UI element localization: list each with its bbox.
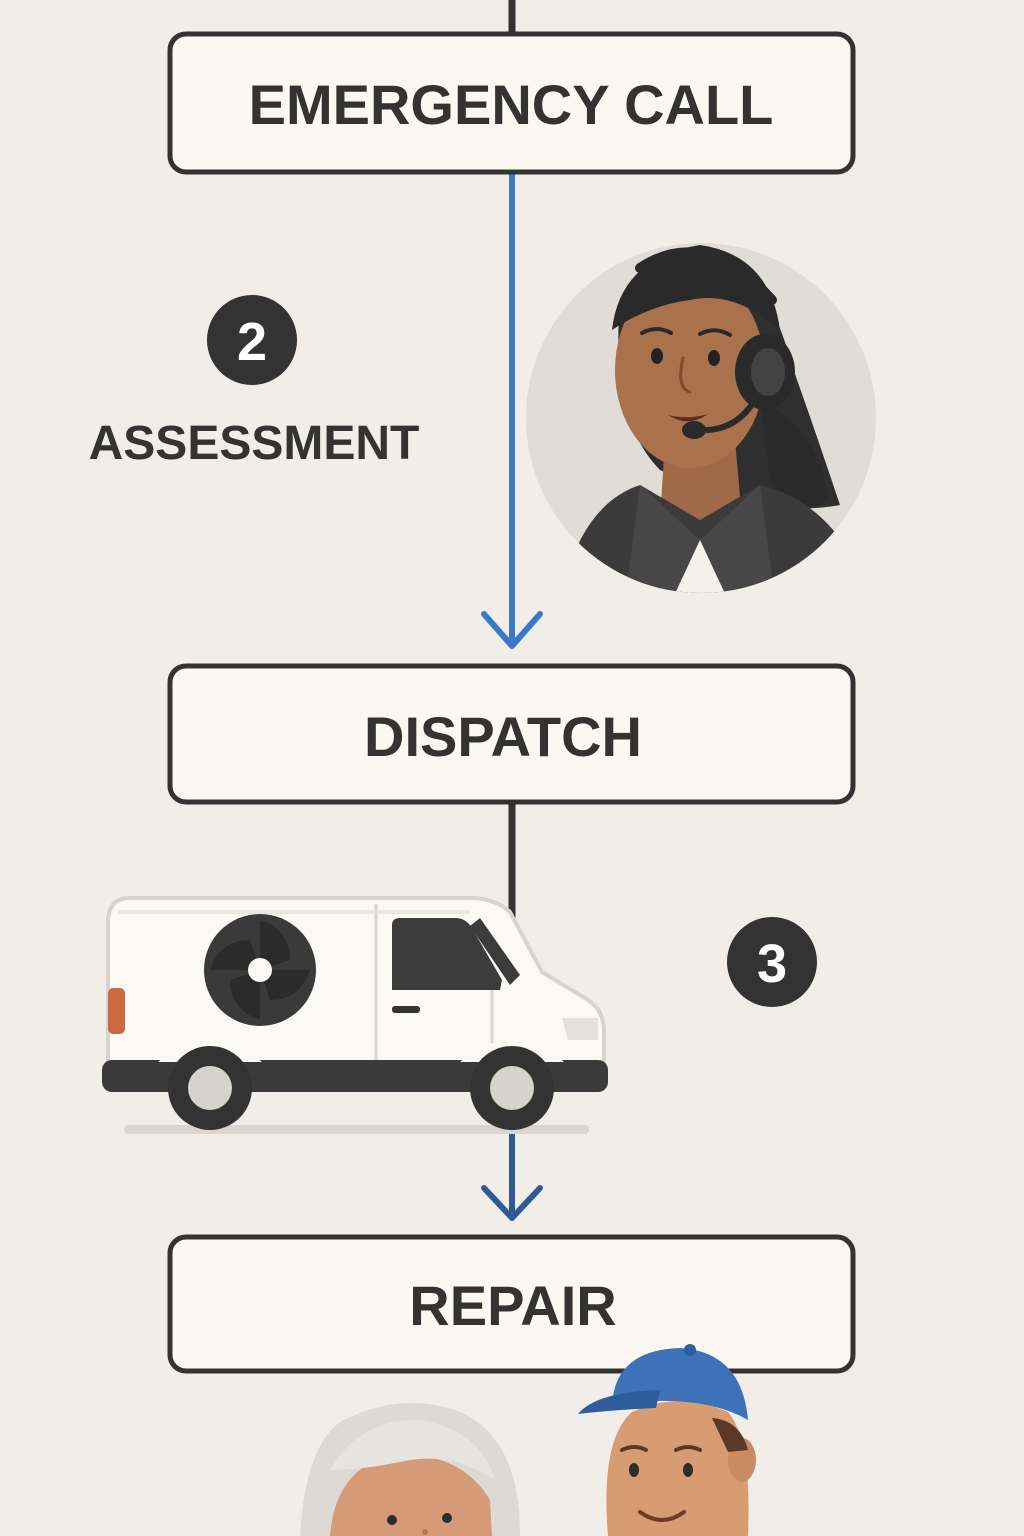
step-label: REPAIR [409, 1274, 616, 1337]
elderly-woman-icon [300, 1403, 520, 1536]
badge-number: 2 [237, 312, 267, 372]
assessment-label: ASSESSMENT [89, 417, 420, 470]
dispatcher-headset-icon [526, 243, 876, 593]
technician-cap-icon [578, 1344, 756, 1536]
step-repair: REPAIR [167, 1234, 856, 1374]
arrow-call-to-dispatch-head [481, 611, 543, 649]
step-label: DISPATCH [364, 705, 642, 768]
badge-number: 3 [757, 934, 787, 994]
service-van-icon [102, 896, 608, 1134]
step-label: EMERGENCY CALL [249, 73, 774, 136]
badge-step-3: 3 [727, 917, 817, 1007]
step-dispatch: DISPATCH [167, 663, 856, 805]
step-emergency-call: EMERGENCY CALL [167, 31, 856, 175]
badge-step-2: 2 [207, 295, 297, 385]
arrow-van-to-repair-head [481, 1185, 543, 1221]
